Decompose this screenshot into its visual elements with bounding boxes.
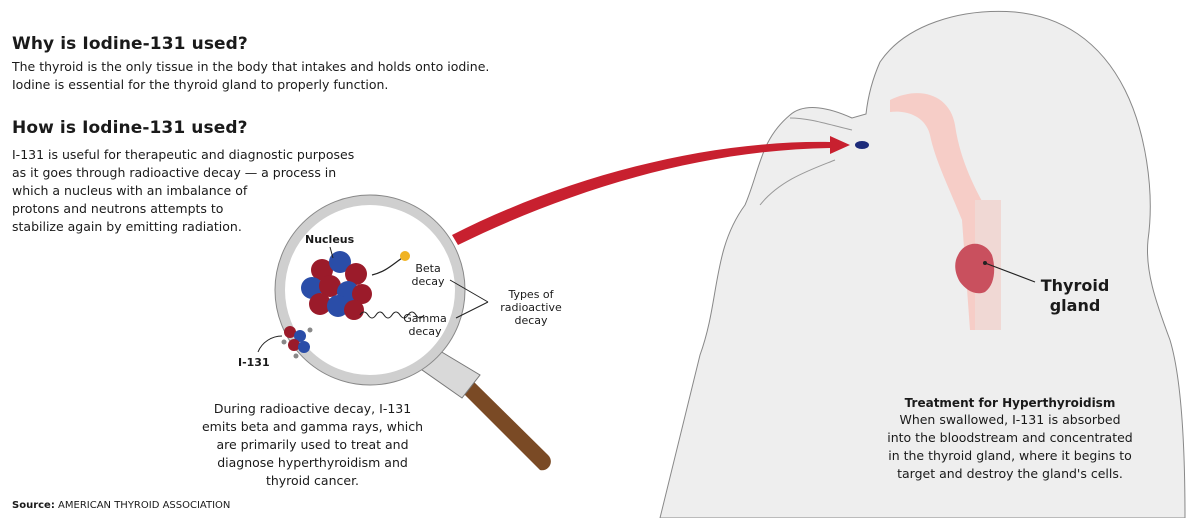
i131-molecule bbox=[281, 326, 313, 359]
beta-label-line-2: decay bbox=[411, 275, 445, 288]
thyroid-leader-dot bbox=[983, 261, 987, 265]
beta-label-line-1: Beta bbox=[415, 262, 441, 275]
thyroid-gland-shape bbox=[955, 243, 995, 294]
gamma-label-line-2: decay bbox=[408, 325, 442, 338]
why-line-2: Iodine is essential for the thyroid glan… bbox=[12, 77, 389, 92]
how-line-5: stabilize again by emitting radiation. bbox=[12, 219, 242, 234]
how-line-4: protons and neutrons attempts to bbox=[12, 201, 224, 216]
nucleus-label: Nucleus bbox=[305, 233, 355, 246]
types-label-line-2: radioactive bbox=[500, 301, 562, 314]
how-line-3: which a nucleus with an imbalance of bbox=[12, 183, 248, 198]
beta-label: Beta decay bbox=[408, 262, 448, 288]
nucleus-leader bbox=[329, 246, 334, 259]
types-leader-gamma bbox=[455, 301, 489, 319]
nucleus-cluster bbox=[301, 251, 372, 320]
source-prefix: Source: bbox=[12, 500, 55, 511]
types-label: Types of radioactive decay bbox=[490, 288, 572, 327]
gamma-wave bbox=[359, 311, 425, 319]
heading-how: How is Iodine-131 used? bbox=[12, 118, 248, 138]
beta-path bbox=[371, 257, 403, 276]
why-line-1: The thyroid is the only tissue in the bo… bbox=[12, 59, 490, 74]
types-leader-beta bbox=[449, 279, 489, 303]
source-text: AMERICAN THYROID ASSOCIATION bbox=[58, 500, 231, 511]
treatment-line-4: target and destroy the gland's cells. bbox=[897, 466, 1123, 481]
how-line-2: as it goes through radioactive decay — a… bbox=[12, 165, 337, 180]
treatment-line-3: in the thyroid gland, where it begins to bbox=[888, 448, 1132, 463]
thyroid-label-line-2: gland bbox=[1049, 296, 1101, 315]
person-silhouette bbox=[659, 10, 1186, 518]
i131-label: I-131 bbox=[238, 356, 270, 369]
treatment-block: Treatment for Hyperthyroidism When swall… bbox=[870, 395, 1150, 483]
gamma-label-line-1: Gamma bbox=[403, 312, 447, 325]
pill-icon bbox=[855, 141, 869, 149]
treatment-title: Treatment for Hyperthyroidism bbox=[904, 396, 1116, 410]
decay-caption-line-2: emits beta and gamma rays, which bbox=[201, 419, 424, 434]
i131-leader bbox=[257, 335, 283, 353]
decay-caption-line-4: diagnose hyperthyroidism and bbox=[217, 455, 408, 470]
decay-caption: During radioactive decay, I-131 emits be… bbox=[190, 400, 435, 490]
hand-outline bbox=[759, 117, 853, 206]
types-label-line-1: Types of bbox=[508, 288, 554, 301]
gamma-label: Gamma decay bbox=[400, 312, 450, 338]
thyroid-label-line-1: Thyroid bbox=[1040, 276, 1110, 295]
treatment-line-2: into the bloodstream and concentrated bbox=[887, 430, 1133, 445]
red-arrow bbox=[452, 136, 850, 245]
beta-particle bbox=[400, 251, 410, 261]
thyroid-gland-label: Thyroid gland bbox=[1030, 276, 1120, 316]
magnifier-handle bbox=[462, 378, 551, 471]
types-label-line-3: decay bbox=[514, 314, 548, 327]
thyroid-leader-line bbox=[984, 262, 1036, 283]
decay-caption-line-5: thyroid cancer. bbox=[265, 473, 360, 488]
heading-why: Why is Iodine-131 used? bbox=[12, 34, 248, 54]
magnifier-lens-rim bbox=[274, 194, 466, 386]
source-line: Source: AMERICAN THYROID ASSOCIATION bbox=[12, 500, 230, 511]
decay-caption-line-3: are primarily used to treat and bbox=[216, 437, 409, 452]
decay-caption-line-1: During radioactive decay, I-131 bbox=[213, 401, 412, 416]
how-line-1: I-131 is useful for therapeutic and diag… bbox=[12, 147, 355, 162]
treatment-line-1: When swallowed, I-131 is absorbed bbox=[899, 412, 1121, 427]
